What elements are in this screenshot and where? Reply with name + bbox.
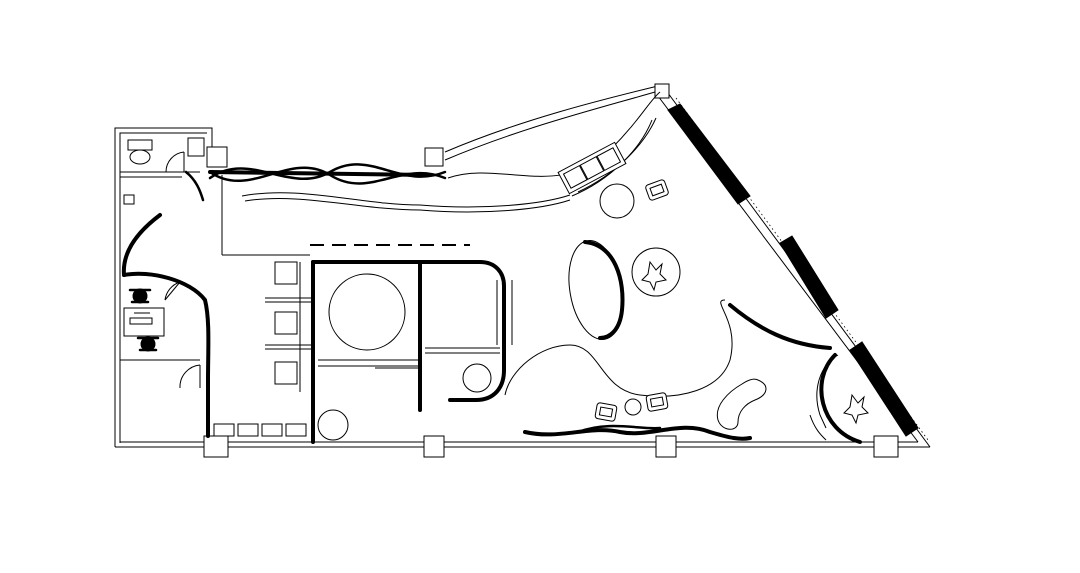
plant-icon	[843, 393, 870, 425]
round-table	[624, 398, 642, 416]
column	[423, 435, 445, 458]
column	[655, 435, 677, 458]
door-swing-icon	[165, 151, 185, 173]
round-table	[317, 409, 349, 441]
restroom	[120, 137, 205, 202]
reception-sofa	[557, 141, 627, 195]
round-table	[328, 273, 406, 351]
armchair-icon	[645, 392, 669, 412]
lounge-area	[504, 179, 870, 444]
plant-icon	[641, 260, 668, 292]
column	[654, 83, 670, 99]
toilet-icon	[127, 139, 153, 151]
office	[120, 281, 201, 389]
booth-seating	[213, 261, 312, 437]
column	[206, 146, 228, 168]
meeting-rooms	[310, 244, 513, 444]
round-table	[462, 363, 492, 393]
door-swing-icon	[164, 281, 181, 301]
toilet-icon	[129, 149, 151, 165]
column	[873, 435, 899, 458]
column	[203, 435, 229, 458]
sink-icon	[187, 137, 205, 157]
wall-switch	[123, 194, 135, 205]
round-table	[599, 183, 635, 219]
corridor-walls	[121, 175, 310, 438]
structural-columns	[203, 83, 899, 458]
door-swing-icon	[179, 364, 201, 389]
armchair-icon	[594, 402, 618, 422]
office-chair-icon	[128, 288, 152, 304]
bench-seats	[213, 423, 307, 437]
office-chair-icon	[136, 336, 160, 352]
armchair-icon	[645, 179, 669, 201]
round-table	[631, 247, 681, 297]
glazing-panels	[667, 97, 929, 441]
column	[424, 147, 444, 167]
